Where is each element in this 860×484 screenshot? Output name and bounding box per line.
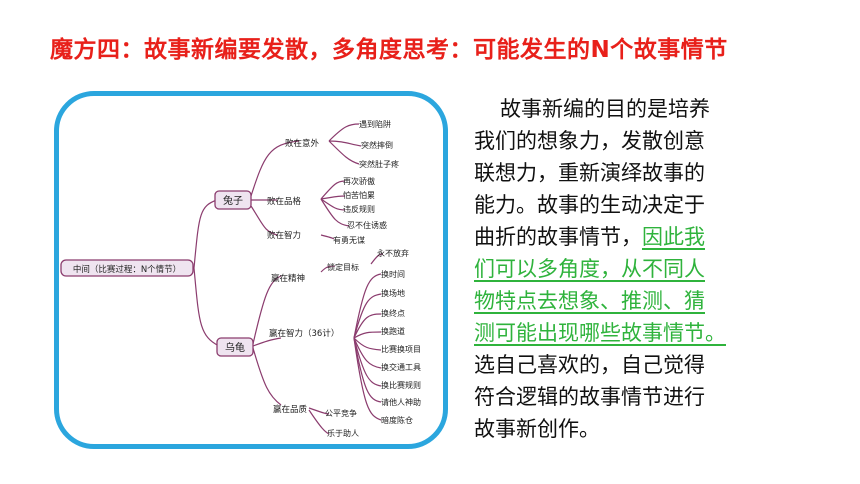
svg-text:暗度陈仓: 暗度陈仓 bbox=[381, 415, 413, 425]
edge-root-rabbit bbox=[193, 199, 218, 269]
turtle-node: 乌龟 bbox=[216, 337, 254, 357]
svg-text:换终点: 换终点 bbox=[381, 308, 405, 318]
svg-text:乌龟: 乌龟 bbox=[225, 341, 245, 354]
para-line-9: 选自己喜欢的，自己觉得 bbox=[474, 353, 705, 377]
svg-text:赢在精神: 赢在精神 bbox=[271, 273, 305, 284]
para-line-8: 测可能出现哪些故事情节。 bbox=[474, 321, 726, 345]
svg-text:遇到陷阱: 遇到陷阱 bbox=[359, 119, 391, 129]
rabbit-node: 兔子 bbox=[214, 190, 252, 210]
svg-text:赢在品质: 赢在品质 bbox=[273, 404, 308, 415]
svg-text:比赛换项目: 比赛换项目 bbox=[381, 344, 421, 354]
para-line-5: 曲折的故事情节，因此我 bbox=[474, 225, 705, 249]
edge-root-turtle bbox=[193, 267, 220, 347]
edge-rabbit-b1 bbox=[250, 140, 300, 197]
para-line-2: 我们的想象力，发散创意 bbox=[474, 129, 705, 153]
mindmap-frame: 中间（比赛过程：N个情节） 兔子 败在意外 败在品格 败在智力 遇到陷阱 突然摔… bbox=[54, 91, 448, 449]
root-node: 中间（比赛过程：N个情节） bbox=[60, 259, 194, 277]
svg-text:败在品格: 败在品格 bbox=[267, 196, 302, 207]
svg-text:违反规则: 违反规则 bbox=[343, 204, 375, 214]
svg-text:突然肚子疼: 突然肚子疼 bbox=[359, 159, 399, 169]
slide-title: 魔方四：故事新编要发散，多角度思考：可能发生的N个故事情节 bbox=[50, 37, 728, 63]
svg-text:换跑道: 换跑道 bbox=[381, 326, 405, 336]
para-line-1: 故事新编的目的是培养 bbox=[500, 97, 710, 121]
edge-rabbit-b3 bbox=[250, 205, 278, 236]
mindmap: 中间（比赛过程：N个情节） 兔子 败在意外 败在品格 败在智力 遇到陷阱 突然摔… bbox=[60, 119, 421, 438]
svg-text:锁定目标: 锁定目标 bbox=[327, 262, 359, 272]
svg-text:永不放弃: 永不放弃 bbox=[377, 248, 409, 258]
para-line-7: 物特点去想象、推测、猜 bbox=[474, 289, 705, 313]
para-line-10: 符合逻辑的故事情节进行 bbox=[474, 385, 705, 409]
svg-text:换比赛规则: 换比赛规则 bbox=[381, 380, 421, 390]
svg-text:怕苦怕累: 怕苦怕累 bbox=[343, 190, 375, 200]
para-line-6: 们可以多角度，从不同人 bbox=[474, 257, 705, 281]
svg-text:败在智力: 败在智力 bbox=[267, 230, 301, 241]
svg-text:换场地: 换场地 bbox=[381, 288, 405, 298]
svg-text:赢在智力（36计）: 赢在智力（36计） bbox=[269, 328, 339, 339]
svg-text:兔子: 兔子 bbox=[223, 194, 243, 207]
svg-text:败在意外: 败在意外 bbox=[285, 138, 320, 149]
svg-text:再次骄傲: 再次骄傲 bbox=[343, 176, 375, 186]
root-label: 中间（比赛过程：N个情节） bbox=[73, 264, 181, 275]
svg-text:忍不住诱惑: 忍不住诱惑 bbox=[347, 220, 387, 230]
highlight-start: 因此我 bbox=[642, 225, 705, 249]
para-line-4: 能力。故事的生动决定于 bbox=[474, 193, 705, 217]
svg-text:换时间: 换时间 bbox=[381, 269, 405, 279]
para-line-3: 联想力，重新演绎故事的 bbox=[474, 161, 705, 185]
svg-text:换交通工具: 换交通工具 bbox=[381, 362, 421, 372]
svg-text:突然摔倒: 突然摔倒 bbox=[361, 140, 393, 150]
para-line-11: 故事新创作。 bbox=[474, 417, 600, 441]
explanation-paragraph: 故事新编的目的是培养 我们的想象力，发散创意 联想力，重新演绎故事的 能力。故事… bbox=[474, 93, 804, 445]
svg-text:有勇无谋: 有勇无谋 bbox=[333, 235, 365, 245]
svg-text:乐于助人: 乐于助人 bbox=[327, 428, 359, 438]
svg-text:公平竞争: 公平竞争 bbox=[325, 408, 357, 418]
svg-text:请他人神助: 请他人神助 bbox=[381, 397, 421, 407]
